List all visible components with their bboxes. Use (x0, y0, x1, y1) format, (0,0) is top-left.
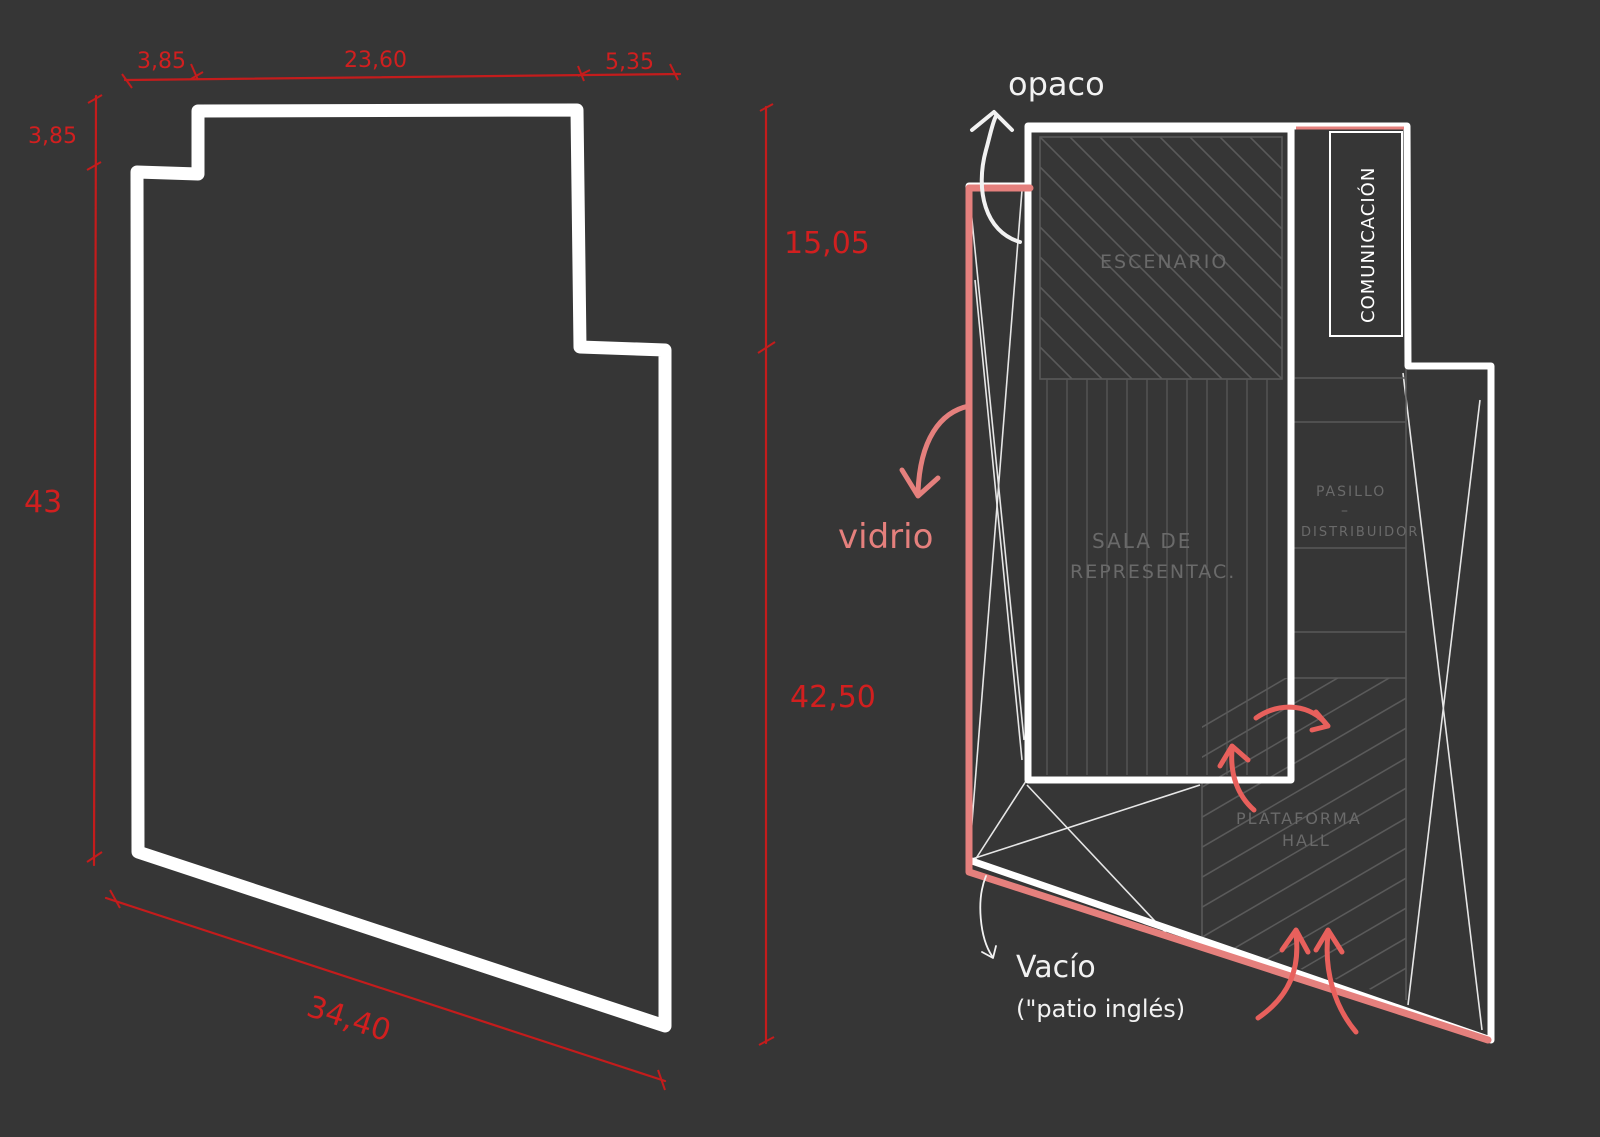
void-bottom-lines (968, 777, 1201, 936)
corridor-lines (1290, 130, 1407, 1000)
glass-facade (965, 184, 1492, 1044)
entry-arrow-right-head (1313, 927, 1345, 955)
hall-wall (1024, 125, 1295, 784)
opaque-arrow-head (970, 110, 1014, 132)
stage-hatch (1040, 137, 1282, 379)
hall-label-line2: REPRESENTAC. (1070, 561, 1236, 583)
platform-hatch (1202, 678, 1406, 1000)
dim-left-height: 43 (24, 485, 62, 520)
stage-outline (1039, 136, 1283, 380)
communication-label: COMUNICACIÓN (1357, 167, 1379, 323)
void-label-line1: Vacío (1016, 950, 1096, 985)
corridor-label-line2: DISTRIBUIDOR (1301, 525, 1419, 540)
dim-top-left: 3,85 (137, 49, 186, 74)
dim-bottom-diagonal: 34,40 (303, 989, 396, 1049)
dim-top-middle: 23,60 (344, 48, 407, 73)
platform-label-line1: PLATAFORMA (1236, 809, 1362, 828)
stage-label: ESCENARIO (1100, 251, 1228, 273)
top-dimension-line (121, 63, 682, 89)
building-outline (130, 103, 672, 1033)
corridor-label-dash: – (1341, 503, 1350, 519)
bottom-dimension-line (104, 889, 667, 1091)
circulation-arrow-right-head (1309, 709, 1331, 733)
dim-right-lower: 42,50 (790, 680, 876, 715)
right-dimension-line (757, 103, 776, 1046)
communication-box (1329, 131, 1403, 337)
opaque-arrow (979, 114, 1022, 244)
circulation-arrow-up (1229, 747, 1257, 813)
void-label-line2: ("patio inglés) (1016, 995, 1185, 1023)
glass-arrow (915, 403, 972, 495)
dim-right-upper: 15,05 (784, 226, 870, 261)
entry-arrow-right (1324, 931, 1359, 1035)
entry-arrow-left-head (1279, 927, 1311, 955)
void-arrow-head (981, 945, 997, 959)
void-right-cross (1402, 372, 1483, 1031)
dim-left-notch: 3,85 (28, 124, 77, 149)
outline-plan: 3,85 23,60 5,35 3,85 43 34,40 15,05 42,5… (24, 48, 876, 1091)
circulation-arrow-up-head (1217, 743, 1251, 769)
platform-label-line2: HALL (1282, 831, 1331, 850)
corridor-label-line1: PASILLO (1316, 484, 1386, 500)
void-arrow (979, 875, 993, 957)
opaque-label: opaco (1008, 65, 1105, 103)
dim-top-right: 5,35 (605, 50, 654, 75)
glass-arrow-head (899, 467, 941, 499)
zoned-plan: COMUNICACIÓN ESCENARIO SALA DE REPRESENT… (838, 65, 1495, 1044)
void-left-cross (968, 189, 1025, 861)
glass-label: vidrio (838, 517, 933, 557)
hall-label-line1: SALA DE (1092, 529, 1192, 553)
left-dimension-line (86, 94, 103, 867)
entry-arrow-left (1255, 931, 1300, 1021)
hall-seating-lines (1046, 379, 1268, 775)
